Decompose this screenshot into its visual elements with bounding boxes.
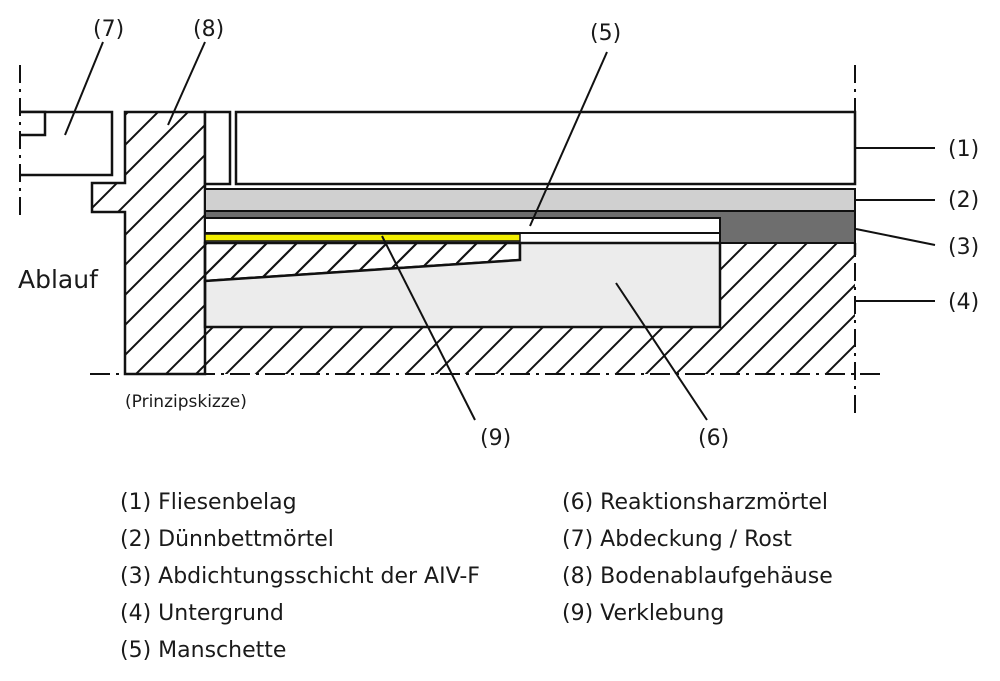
legend-item-5: (5) Manschette — [120, 638, 287, 663]
leader-3 — [855, 228, 936, 246]
legend-item-4: (4) Untergrund — [120, 601, 284, 626]
callout-2: (2) — [948, 188, 979, 213]
legend-item-3: (3) Abdichtungsschicht der AIV-F — [120, 564, 480, 589]
tile-covering — [234, 110, 857, 186]
callout-6: (6) — [698, 426, 729, 451]
callout-1: (1) — [948, 137, 979, 162]
legend-item-1: (1) Fliesenbelag — [120, 490, 297, 515]
legend-item-7: (7) Abdeckung / Rost — [562, 527, 792, 552]
legend-item-2: (2) Dünnbettmörtel — [120, 527, 334, 552]
leader-8 — [167, 41, 206, 126]
callout-3: (3) — [948, 235, 979, 260]
sketch-note: (Prinzipskizze) — [125, 392, 247, 412]
callout-5: (5) — [590, 21, 621, 46]
sleeve-layer — [204, 217, 721, 234]
leader-5 — [529, 51, 608, 227]
drain-label: Ablauf — [18, 265, 99, 294]
legend-item-9: (9) Verklebung — [562, 601, 725, 626]
leader-6 — [615, 282, 708, 421]
drain-cover-notch — [20, 110, 47, 137]
callout-7: (7) — [93, 17, 124, 42]
legend-right-column: (6) Reaktionsharzmörtel (7) Abdeckung / … — [562, 484, 833, 632]
bonding-layer — [204, 233, 521, 242]
legend-item-6: (6) Reaktionsharzmörtel — [562, 490, 829, 515]
legend-left-column: (1) Fliesenbelag (2) Dünnbettmörtel (3) … — [120, 484, 480, 669]
callout-8: (8) — [193, 17, 224, 42]
substrate-region — [205, 243, 855, 374]
thinbed-mortar-layer — [204, 188, 856, 212]
leader-9 — [381, 235, 476, 421]
callout-4: (4) — [948, 290, 979, 315]
drain-housing-slot — [203, 110, 232, 186]
callout-9: (9) — [480, 426, 511, 451]
leader-7 — [64, 41, 104, 136]
legend-item-8: (8) Bodenablaufgehäuse — [562, 564, 833, 589]
leader-lines — [64, 41, 936, 421]
